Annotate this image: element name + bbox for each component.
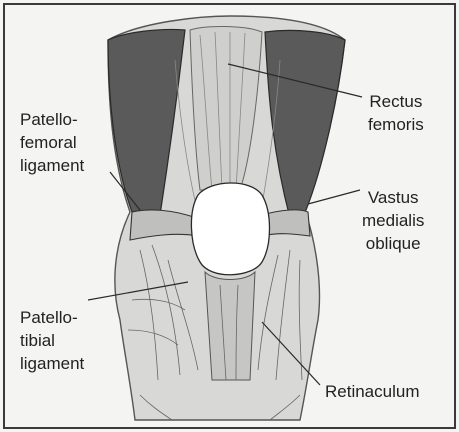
label-vastus-medialis-oblique: Vastus medialis oblique bbox=[362, 186, 424, 255]
patella bbox=[191, 183, 269, 275]
label-patellofemoral-ligament: Patello- femoral ligament bbox=[20, 108, 84, 177]
leader-vastus-medialis bbox=[308, 190, 360, 204]
label-rectus-femoris: Rectus femoris bbox=[368, 90, 424, 136]
patellar-tendon bbox=[205, 272, 255, 380]
label-patellotibial-ligament: Patello- tibial ligament bbox=[20, 306, 84, 375]
label-retinaculum: Retinaculum bbox=[325, 380, 420, 403]
